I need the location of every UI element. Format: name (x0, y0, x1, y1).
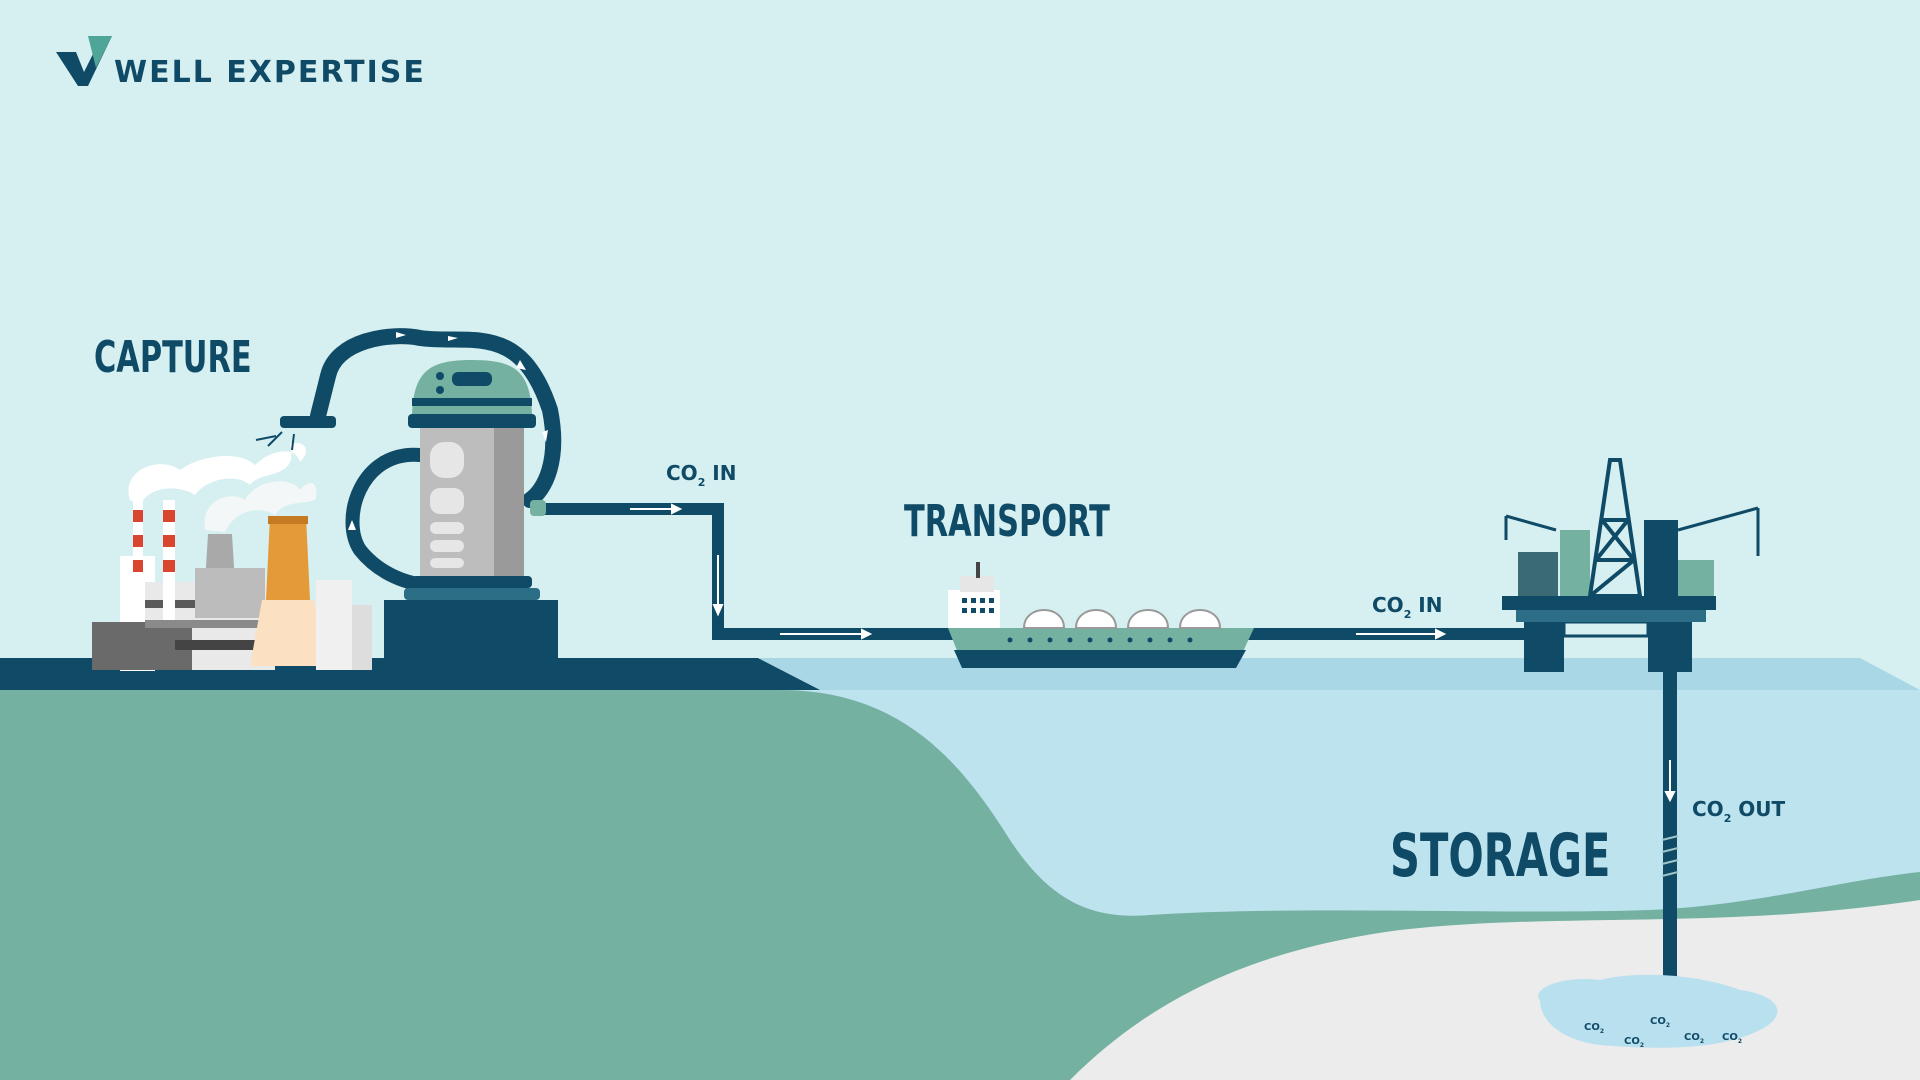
co2-main: CO (666, 461, 698, 485)
chimney-2-band-b (163, 535, 175, 547)
chimney-1-band-a (133, 510, 143, 522)
capture-unit-glass-5 (430, 558, 464, 568)
capture-unit-dot-2 (436, 386, 444, 394)
platform-module-2 (1560, 530, 1590, 596)
factory-pipes (195, 568, 265, 618)
co2-main: CO (1372, 593, 1404, 617)
stage-label-storage: STORAGE (1390, 821, 1610, 891)
co2-suffix: IN (1411, 593, 1442, 617)
chimney-2-band-c (163, 560, 175, 572)
platform-crane-left (1504, 514, 1557, 540)
capture-base (384, 600, 558, 660)
brand-logo: WELL EXPERTISE (56, 36, 426, 90)
lng-ship (948, 562, 1254, 668)
platform-deck-lower (1516, 610, 1706, 622)
chimney-1-band-b (133, 535, 143, 547)
platform-module-4 (1678, 560, 1714, 596)
well-screen (1661, 835, 1679, 877)
capture-unit-dot-1 (436, 372, 444, 380)
pipeline-connector (530, 500, 546, 516)
factory-stripe-2 (145, 620, 270, 628)
capture-unit-body-shade (494, 428, 524, 576)
ship-keel (954, 650, 1246, 668)
reservoir-co2-label: CO2 (1584, 1022, 1604, 1035)
chimney-2-band-a (163, 510, 175, 522)
capture-hose-return (345, 447, 437, 592)
ship-windows (962, 598, 994, 613)
co2-suffix: OUT (1731, 797, 1785, 821)
co2-sub: 2 (1724, 812, 1732, 825)
platform-module-1 (1518, 552, 1558, 596)
cooling-tower-orange (266, 516, 310, 600)
stage-label-capture: CAPTURE (94, 331, 252, 382)
brand-name: WELL EXPERTISE (114, 55, 426, 90)
platform-module-3 (1644, 520, 1678, 596)
logo-mark-accent (88, 36, 112, 68)
smoke-plume-2 (204, 481, 317, 532)
flow-label-co2-in-capture: CO2 IN (666, 461, 737, 489)
capture-unit-window (452, 372, 492, 386)
ship-portholes (1007, 637, 1193, 643)
smoke-plume (128, 443, 307, 505)
reservoir-co2-label: CO2 (1650, 1016, 1670, 1029)
capture-unit-glass-2 (430, 488, 464, 514)
capture-unit-dome (412, 360, 532, 420)
cooling-tower-white (250, 600, 326, 666)
co2-sub: 2 (1404, 608, 1412, 621)
platform-deck (1502, 596, 1716, 610)
offshore-platform (1502, 458, 1760, 672)
suction-arrows (255, 431, 295, 451)
flow-label-co2-in-platform: CO2 IN (1372, 593, 1443, 621)
sea-surface (760, 658, 1920, 700)
flow-label-co2-out: CO2 OUT (1692, 797, 1786, 825)
factory-annex (352, 605, 372, 670)
reservoir-co2-label: CO2 (1624, 1036, 1644, 1049)
reservoir-co2-label: CO2 (1722, 1032, 1742, 1045)
platform-crane-right (1677, 506, 1760, 556)
co2-sub: 2 (698, 476, 706, 489)
co2-main: CO (1692, 797, 1724, 821)
capture-hose (310, 328, 562, 508)
hose-flow-arrows (348, 332, 548, 530)
capture-unit-glass-4 (430, 540, 464, 552)
platform-leg-right (1648, 620, 1692, 672)
drilling-derrick (1587, 458, 1643, 598)
pipeline-flow-arrows (630, 503, 1676, 803)
factory (92, 443, 372, 671)
capture-unit-foot (412, 576, 532, 588)
capture-unit-dome-band (412, 398, 532, 406)
co2-reservoir (1538, 974, 1778, 1048)
ship-bridge-upper (960, 576, 994, 592)
hose-nozzle (280, 416, 336, 428)
capture-unit (404, 360, 540, 600)
chimney-1-band-c (133, 560, 143, 572)
reservoir-co2-label: CO2 (1684, 1032, 1704, 1045)
ship-mast (976, 562, 980, 578)
capture-unit-rim (408, 414, 536, 428)
capture-unit-pedestal (404, 588, 540, 600)
capture-unit-glass-1 (430, 442, 464, 478)
ship-tanks (1022, 609, 1222, 629)
factory-stripe-3 (175, 640, 275, 650)
co2-suffix: IN (705, 461, 736, 485)
factory-building-right (316, 580, 352, 670)
stage-label-transport: TRANSPORT (904, 495, 1110, 546)
reservoir-co2-labels: CO2 CO2 CO2 CO2 CO2 (1584, 1016, 1742, 1049)
cooling-tower-orange-top (268, 516, 308, 524)
capture-unit-glass-3 (430, 522, 464, 534)
platform-leg-left (1524, 620, 1564, 672)
